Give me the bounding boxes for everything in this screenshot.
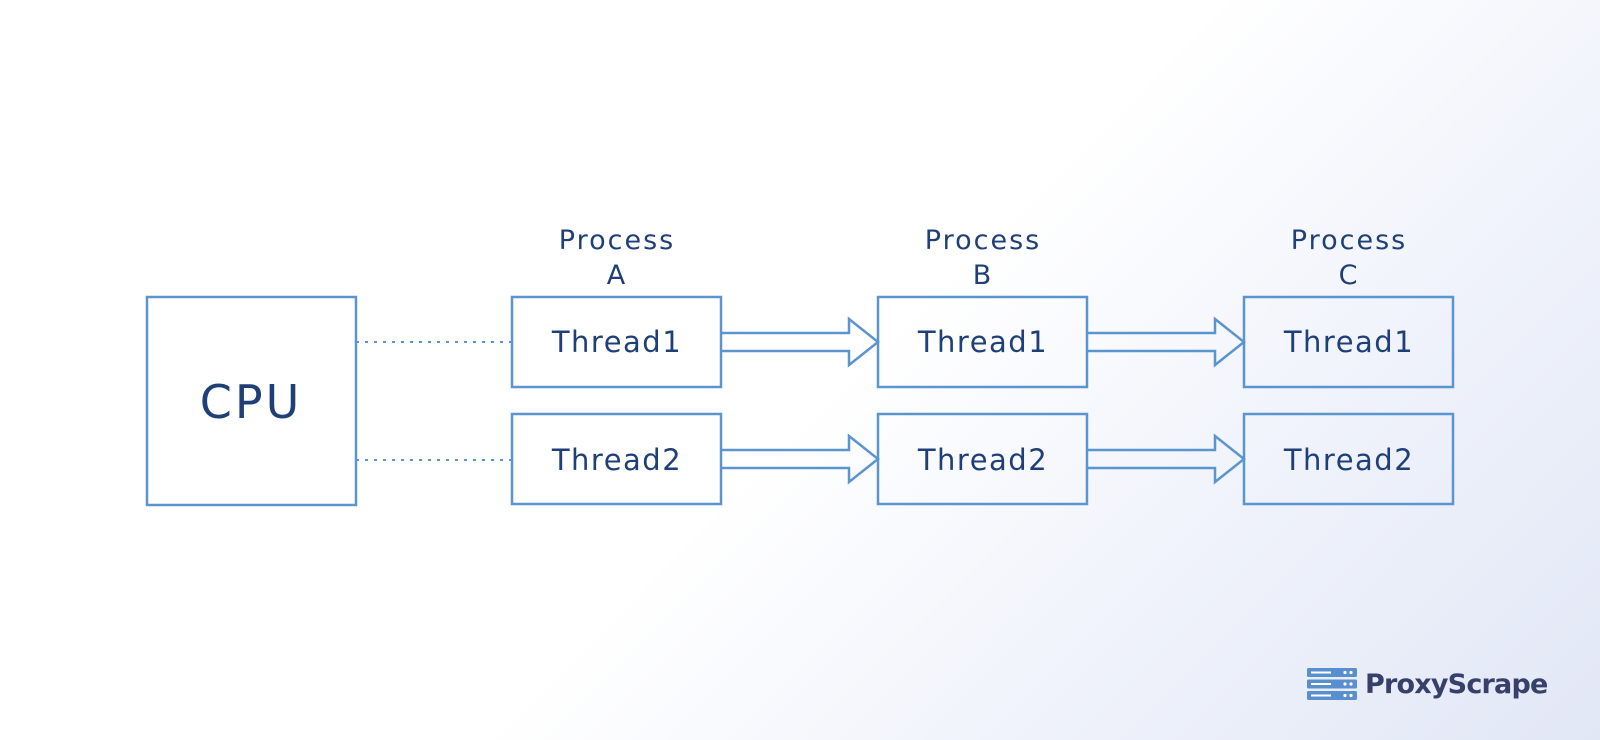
cpu-box bbox=[145, 295, 358, 507]
process-b-thread1-label: Thread1 bbox=[917, 325, 1048, 359]
arrow-a-to-b-thread1 bbox=[721, 316, 881, 368]
process-c: Process C Thread1 Thread2 bbox=[1242, 225, 1455, 506]
process-a-thread1-label: Thread1 bbox=[551, 325, 682, 359]
process-a-thread2-label: Thread2 bbox=[551, 443, 682, 477]
process-a-title-line2: A bbox=[607, 260, 627, 291]
server-stack-icon bbox=[1307, 668, 1357, 700]
process-c-title-line2: C bbox=[1339, 260, 1360, 291]
process-b-title-line2: B bbox=[973, 260, 994, 291]
process-c-thread2-label: Thread2 bbox=[1283, 443, 1414, 477]
process-b-thread2-label: Thread2 bbox=[917, 443, 1048, 477]
process-a-thread1-box bbox=[510, 295, 723, 389]
process-c-thread2-box bbox=[1242, 412, 1455, 506]
process-a-thread2-box bbox=[510, 412, 723, 506]
process-a: Process A Thread1 Thread2 bbox=[510, 225, 723, 506]
process-a-title-line1: Process bbox=[559, 225, 675, 256]
brand-name: ProxyScrape bbox=[1365, 668, 1548, 700]
process-c-thread1-label: Thread1 bbox=[1283, 325, 1414, 359]
process-c-thread1-box bbox=[1242, 295, 1455, 389]
arrow-a-to-b-thread2 bbox=[721, 433, 881, 485]
arrow-b-to-c-thread1 bbox=[1087, 316, 1247, 368]
process-c-title-line1: Process bbox=[1291, 225, 1407, 256]
process-b-thread2-box bbox=[876, 412, 1089, 506]
brand-logo: ProxyScrape bbox=[1307, 667, 1548, 701]
arrow-b-to-c-thread2 bbox=[1087, 433, 1247, 485]
process-b-thread1-box bbox=[876, 295, 1089, 389]
process-b-title-line1: Process bbox=[925, 225, 1041, 256]
process-b: Process B Thread1 Thread2 bbox=[876, 225, 1089, 506]
cpu-label: CPU bbox=[200, 375, 303, 429]
